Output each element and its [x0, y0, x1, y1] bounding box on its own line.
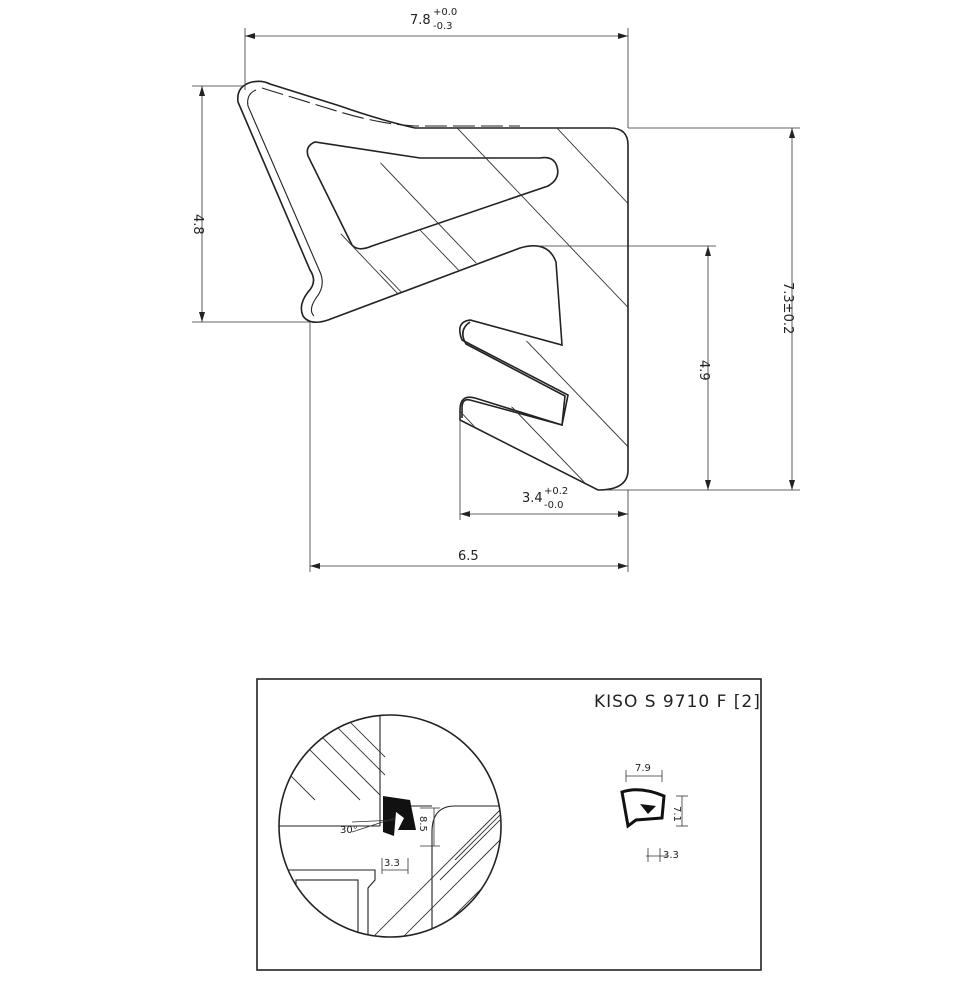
upper-cavity [306, 141, 559, 250]
detail-circle-content [279, 715, 501, 937]
mini-profile: 7.9 7.1 3.3 [620, 763, 688, 862]
detail-dim-angle: 30° [340, 825, 358, 836]
dim-top-width-tol-minus: -0.3 [433, 21, 453, 32]
detail-panel-title: KISO S 9710 F [2] [594, 692, 761, 712]
mini-dim-width: 7.9 [635, 763, 651, 774]
detail-hatch-right [369, 794, 501, 937]
dim-inner-height: 4.9 [696, 360, 711, 381]
profile-dashed-edge [261, 87, 520, 127]
hatch-pattern [302, 128, 628, 490]
detail-dim-height: 8.5 [417, 816, 428, 832]
profile-section [236, 80, 629, 491]
detail-seal-profile [383, 796, 416, 836]
middle-cavity [461, 321, 566, 427]
dim-top-width-tol-plus: +0.0 [433, 7, 457, 18]
dim-slot-width-tol-plus: +0.2 [544, 486, 568, 497]
profile-outer-contour [236, 80, 629, 491]
detail-panel-frame [256, 678, 762, 971]
mini-dim-slot: 3.3 [663, 850, 679, 861]
detail-hatch-upper [279, 715, 386, 801]
detail-dim-width: 3.3 [384, 858, 400, 869]
dim-slot-width-tol-minus: -0.0 [544, 500, 564, 511]
dim-top-width: 7.8 [410, 13, 431, 28]
dim-left-height: 4.8 [190, 214, 205, 235]
dim-bottom-width: 6.5 [458, 549, 479, 564]
dim-right-height: 7.3±0.2 [780, 282, 795, 334]
dim-slot-width: 3.4 [522, 491, 543, 506]
main-dimensions: 7.8 +0.0 -0.3 4.8 7.3±0.2 4.9 3.4 +0.2 -… [190, 7, 800, 572]
mini-dim-height: 7.1 [671, 806, 682, 822]
profile-inner-contour [247, 89, 323, 317]
detail-panel: KISO S 9710 F [2] [256, 678, 762, 971]
